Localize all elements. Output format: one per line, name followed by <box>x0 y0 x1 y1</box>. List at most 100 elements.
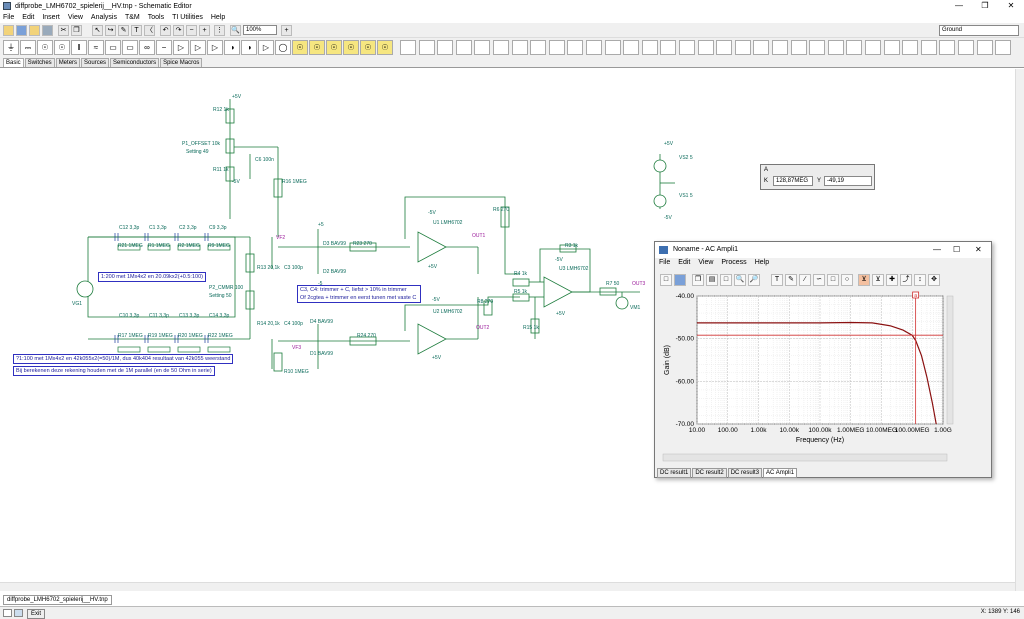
empty-slot-icon[interactable] <box>865 40 881 55</box>
status-icon-2[interactable] <box>14 609 23 617</box>
battery-icon[interactable]: ⎓ <box>20 40 36 55</box>
empty-slot-icon[interactable] <box>437 40 454 55</box>
diode-icon[interactable]: ▷ <box>173 40 189 55</box>
ac-move-icon[interactable]: ✥ <box>928 274 940 286</box>
draw-icon[interactable]: ↪ <box>105 25 116 36</box>
ac-curve-icon[interactable]: ∽ <box>813 274 825 286</box>
empty-slot-icon[interactable] <box>883 40 900 55</box>
empty-slot-icon[interactable] <box>958 40 974 55</box>
tab-ac-ampli1[interactable]: AC Ampli1 <box>763 468 798 478</box>
ac-line-icon[interactable]: ∕ <box>799 274 811 286</box>
empty-slot-icon[interactable] <box>679 40 695 55</box>
ac-save-icon[interactable] <box>674 274 686 286</box>
potentiometer-icon[interactable]: ▭ <box>122 40 138 55</box>
tab-dc-result1[interactable]: DC result1 <box>657 468 692 478</box>
zoom-icon[interactable]: 🔍 <box>230 25 241 36</box>
zoom-in-icon[interactable]: + <box>281 25 292 36</box>
tab-basic[interactable]: Basic <box>3 58 24 67</box>
ac-menu-edit[interactable]: Edit <box>678 259 691 266</box>
empty-slot-icon[interactable] <box>920 40 937 55</box>
ac-paste-icon[interactable]: ▤ <box>706 274 718 286</box>
inductor-icon[interactable]: ≈ <box>88 40 104 55</box>
empty-slot-icon[interactable] <box>809 40 826 55</box>
status-icon-1[interactable] <box>3 609 12 617</box>
ac-cursor-b-icon[interactable]: ⊻ <box>872 274 884 286</box>
menu-view[interactable]: View <box>67 14 83 21</box>
ac-zoom-in-icon[interactable]: 🔍 <box>734 274 746 286</box>
plus-icon[interactable]: + <box>199 25 210 36</box>
source-a-icon[interactable]: ☉ <box>292 40 308 55</box>
source-e-icon[interactable]: ☉ <box>360 40 376 55</box>
save-icon[interactable] <box>16 25 27 36</box>
ac-pen-icon[interactable]: ✎ <box>785 274 797 286</box>
mosfet-icon[interactable]: ◑ <box>241 40 257 55</box>
menu-file[interactable]: File <box>3 14 15 21</box>
menu-insert[interactable]: Insert <box>42 14 60 21</box>
empty-slot-icon[interactable] <box>511 40 528 55</box>
led-icon[interactable]: ▷ <box>207 40 223 55</box>
ac-copy-icon[interactable]: ❐ <box>692 274 704 286</box>
opamp-icon[interactable]: ▷ <box>258 40 274 55</box>
tab-switches[interactable]: Switches <box>24 58 55 67</box>
ac-zoom-fit-icon[interactable]: □ <box>720 274 732 286</box>
readout-k-value[interactable]: 128,87MEG <box>773 176 813 186</box>
empty-slot-icon[interactable] <box>530 40 547 55</box>
document-tab[interactable]: diffprobe_LMH6702_spielerij__HV.tnp <box>3 595 112 605</box>
empty-slot-icon[interactable] <box>772 40 788 55</box>
tab-dc-result3[interactable]: DC result3 <box>727 468 763 478</box>
ac-zoom-out-icon[interactable]: 🔎 <box>748 274 760 286</box>
empty-slot-icon[interactable] <box>976 40 993 55</box>
select-arrow-icon[interactable]: ↖ <box>92 25 103 36</box>
wire-icon[interactable]: ✎ <box>118 25 129 36</box>
ac-menu-file[interactable]: File <box>659 259 671 266</box>
ac-menu-process[interactable]: Process <box>721 259 747 266</box>
bjt-icon[interactable]: ◑ <box>224 40 240 55</box>
empty-slot-icon[interactable] <box>604 40 621 55</box>
menu-help[interactable]: Help <box>210 14 226 21</box>
empty-slot-icon[interactable] <box>697 40 714 55</box>
ac-new-icon[interactable]: □ <box>660 274 672 286</box>
minus-icon[interactable]: − <box>186 25 197 36</box>
minimize-button[interactable]: — <box>955 1 963 10</box>
ac-menu-help[interactable]: Help <box>754 259 770 266</box>
label-icon[interactable]: 〈 <box>144 25 155 36</box>
cut-icon[interactable]: ✂ <box>58 25 69 36</box>
tab-dc-result2[interactable]: DC result2 <box>692 468 727 478</box>
restore-button[interactable]: ❐ <box>981 1 989 10</box>
source-c-icon[interactable]: ☉ <box>326 40 342 55</box>
empty-slot-icon[interactable] <box>641 40 658 55</box>
source-d-icon[interactable]: ☉ <box>343 40 359 55</box>
redo-icon[interactable]: ↷ <box>173 25 184 36</box>
grid-icon[interactable]: ⋮ <box>214 25 225 36</box>
empty-slot-icon[interactable] <box>939 40 956 55</box>
logic-gate-icon[interactable]: ◯ <box>275 40 291 55</box>
canvas-horizontal-scrollbar[interactable] <box>0 582 1015 591</box>
menu-ti-utilities[interactable]: TI Utilities <box>172 14 203 21</box>
empty-slot-icon[interactable] <box>493 40 509 55</box>
ac-text-icon[interactable]: T <box>771 274 783 286</box>
ground-icon[interactable]: ⏚ <box>3 40 19 55</box>
copy-icon[interactable]: ❐ <box>71 25 82 36</box>
ac-minimize-button[interactable]: — <box>933 245 941 254</box>
open-icon[interactable] <box>3 25 14 36</box>
ac-menu-view[interactable]: View <box>698 259 714 266</box>
close-button[interactable]: ✕ <box>1007 1 1015 10</box>
tab-sources[interactable]: Sources <box>81 58 110 67</box>
empty-slot-icon[interactable] <box>623 40 640 55</box>
folder-icon[interactable] <box>29 25 40 36</box>
readout-y-value[interactable]: -49,19 <box>824 176 872 186</box>
exit-button[interactable]: Exit <box>27 609 46 619</box>
empty-slot-icon[interactable] <box>474 40 491 55</box>
source-f-icon[interactable]: ☉ <box>377 40 393 55</box>
tab-spice-macros[interactable]: Spice Macros <box>160 58 203 67</box>
current-source-icon[interactable]: ☉ <box>54 40 70 55</box>
ac-rect-icon[interactable]: □ <box>827 274 839 286</box>
empty-slot-icon[interactable] <box>846 40 863 55</box>
ac-cursor-a-icon[interactable]: ⊻ <box>858 274 870 286</box>
ac-close-button[interactable]: ✕ <box>975 245 982 254</box>
ac-marker-icon[interactable]: ✚ <box>886 274 898 286</box>
menu-edit[interactable]: Edit <box>22 14 35 21</box>
empty-slot-icon[interactable] <box>734 40 751 55</box>
transformer-icon[interactable]: ∞ <box>139 40 155 55</box>
